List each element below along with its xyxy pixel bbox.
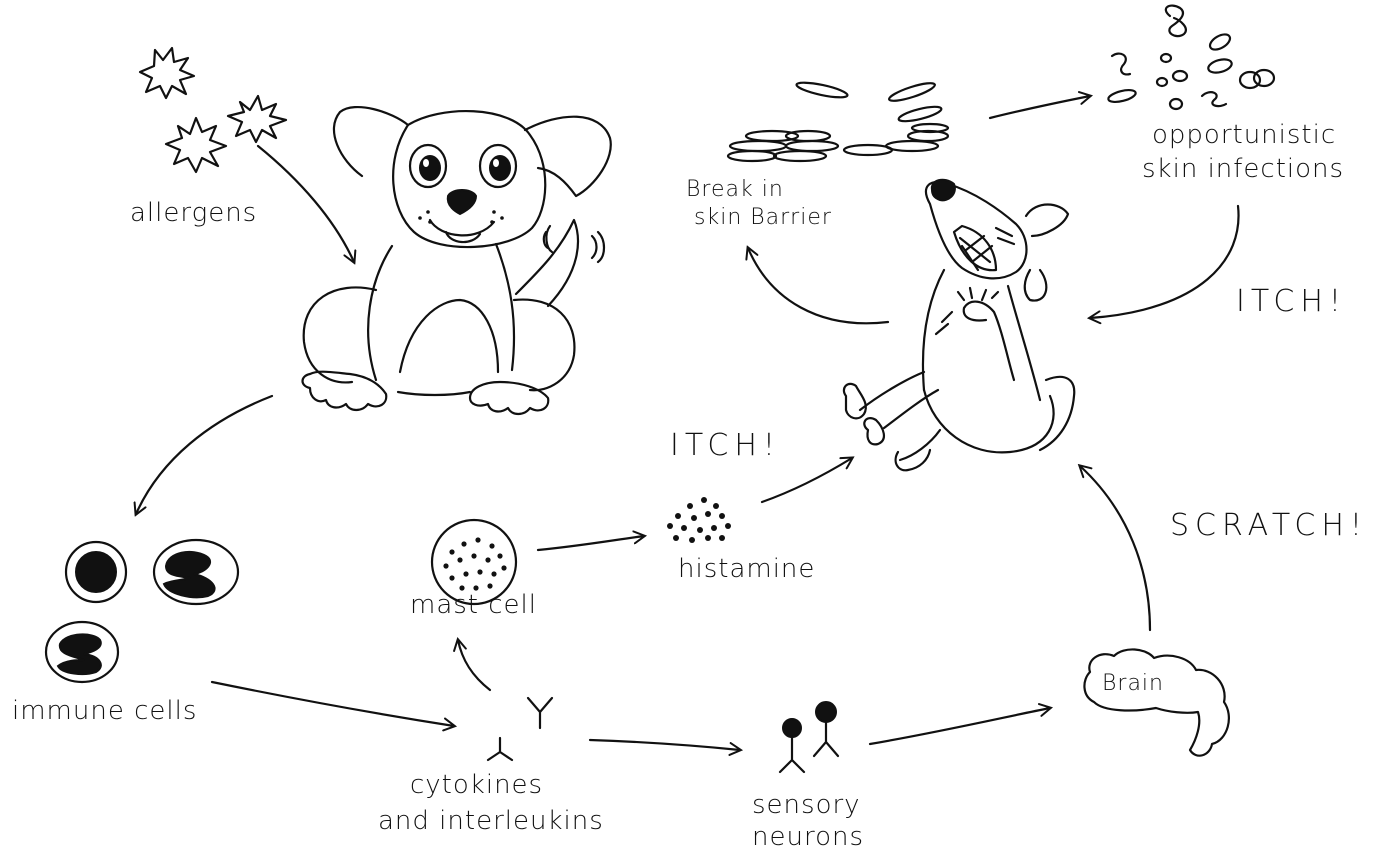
brain-drawing (1084, 649, 1228, 755)
arrow-allergens-to-dog (258, 146, 354, 262)
label-skin-infections: skin infections (1142, 156, 1344, 183)
label-opportunistic: opportunistic (1152, 122, 1336, 149)
label-scratch: SCRATCH! (1170, 510, 1368, 542)
allergen-particles (140, 48, 286, 172)
arrow-skin-barrier-to-infections (990, 96, 1090, 118)
skin-barrier-cells (728, 80, 948, 161)
arrow-cytokines-to-neurons (590, 740, 740, 750)
happy-dog-illustration (303, 107, 611, 414)
arrow-dog-to-skin-barrier (748, 248, 888, 323)
cytokine-molecules (488, 698, 552, 760)
arrow-immune-to-cytokines (212, 682, 454, 726)
arrow-cytokines-to-mast-cell (458, 640, 490, 690)
label-allergens: allergens (130, 200, 257, 227)
microbe-particles (1107, 6, 1274, 109)
label-immune-cells: immune cells (12, 698, 197, 725)
label-and-interleukins: and interleukins (378, 808, 604, 835)
label-itch-right: ITCH! (1236, 286, 1347, 318)
histamine-particles (667, 497, 731, 543)
arrow-neurons-to-brain (870, 708, 1050, 744)
arrow-dog-to-immune-cells (136, 396, 272, 514)
label-skin-barrier: skin Barrier (694, 206, 832, 229)
label-brain: Brain (1102, 672, 1164, 695)
label-neurons: neurons (752, 824, 864, 851)
sensory-neurons-drawing (780, 702, 838, 772)
label-cytokines: cytokines (410, 772, 543, 799)
arrow-histamine-to-dog (762, 458, 852, 502)
label-break-in: Break in (686, 178, 784, 201)
label-sensory: sensory (752, 792, 861, 819)
label-itch-middle: ITCH! (670, 430, 781, 462)
arrow-mast-cell-to-histamine (538, 536, 644, 550)
scratching-dog-illustration (844, 180, 1074, 471)
arrow-brain-to-dog (1080, 466, 1150, 630)
immune-cells-drawing (46, 540, 238, 682)
arrow-infections-to-dog (1090, 206, 1239, 318)
label-histamine: histamine (678, 556, 815, 583)
label-mast-cell: mast cell (410, 592, 537, 619)
